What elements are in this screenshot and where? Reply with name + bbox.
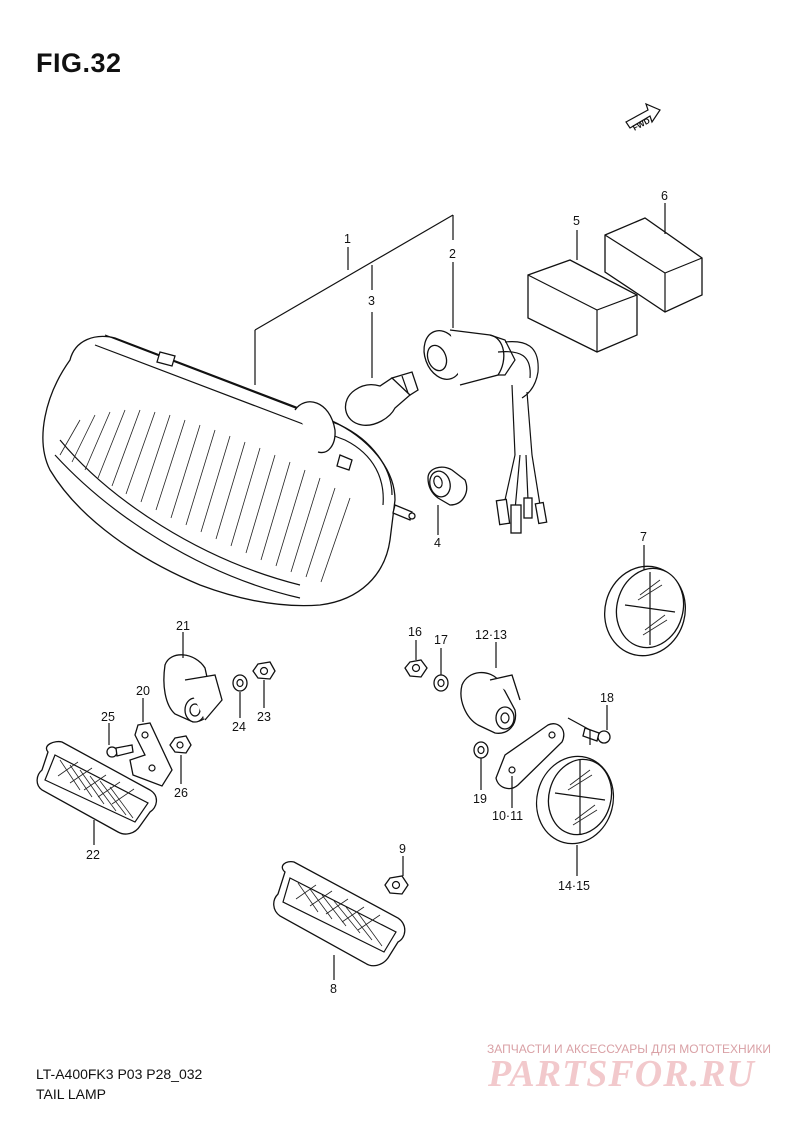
callout-16: 16 — [408, 625, 422, 639]
callout-6: 6 — [661, 189, 668, 203]
rubber-grommet[interactable] — [427, 466, 468, 506]
watermark-tagline: ЗАПЧАСТИ И АКСЕССУАРЫ ДЛЯ МОТОТЕХНИКИ — [487, 1042, 771, 1056]
bracket-plate-20[interactable] — [129, 722, 173, 787]
nut-9[interactable] — [384, 875, 409, 895]
nut-16[interactable] — [404, 659, 428, 678]
callout-22: 22 — [86, 848, 100, 862]
callout-24: 24 — [232, 720, 246, 734]
callout-14-15: 14·15 — [558, 879, 590, 893]
collar-17[interactable] — [433, 674, 449, 692]
callout-26: 26 — [174, 786, 188, 800]
callout-25: 25 — [101, 710, 115, 724]
watermark-logo: PARTSFOR.RU — [488, 1053, 755, 1095]
section-name: TAIL LAMP — [36, 1086, 107, 1102]
callout-4: 4 — [434, 536, 441, 550]
washer-19[interactable] — [473, 741, 489, 759]
model-code: LT-A400FK3 P03 P28_032 — [36, 1066, 203, 1082]
nut-23[interactable] — [252, 661, 276, 680]
callout-labels: 1 2 3 4 5 6 7 8 9 10·11 12·13 14·15 16 1… — [86, 189, 668, 996]
tail-lamp-housing[interactable] — [42, 334, 416, 607]
packing-box-5[interactable] — [527, 259, 638, 353]
bulb-socket-harness[interactable] — [418, 325, 548, 534]
callout-1: 1 — [344, 232, 351, 246]
callout-7: 7 — [640, 530, 647, 544]
callout-10-11: 10·11 — [492, 809, 523, 823]
reflector-holder-21[interactable] — [163, 654, 223, 723]
bracket-plate-10-11[interactable] — [495, 723, 565, 790]
screw-18[interactable] — [582, 727, 611, 744]
callout-2: 2 — [449, 247, 456, 261]
callout-3: 3 — [368, 294, 375, 308]
callout-19: 19 — [473, 792, 487, 806]
round-reflector-lens-7[interactable] — [595, 557, 696, 665]
callout-8: 8 — [330, 982, 337, 996]
forward-direction-arrow-icon: FWD — [625, 102, 661, 133]
rectangular-reflector-8[interactable] — [273, 860, 406, 967]
rectangular-reflector-22[interactable] — [36, 740, 158, 835]
callout-9: 9 — [399, 842, 406, 856]
round-reflector-14-15[interactable] — [527, 748, 623, 853]
callout-23: 23 — [257, 710, 271, 724]
nut-26[interactable] — [169, 735, 192, 754]
figure-title: FIG.32 — [36, 48, 122, 78]
callout-18: 18 — [600, 691, 614, 705]
callout-5: 5 — [573, 214, 580, 228]
callout-12-13: 12·13 — [475, 628, 507, 642]
screw-25[interactable] — [106, 744, 134, 758]
leader-lines — [93, 203, 666, 980]
collar-24[interactable] — [232, 674, 248, 692]
callout-21: 21 — [176, 619, 190, 633]
packing-box-6[interactable] — [604, 217, 703, 313]
callout-20: 20 — [136, 684, 150, 698]
bulb[interactable] — [344, 371, 419, 426]
callout-17: 17 — [434, 633, 448, 647]
reflector-holder-12-13[interactable] — [460, 671, 521, 734]
